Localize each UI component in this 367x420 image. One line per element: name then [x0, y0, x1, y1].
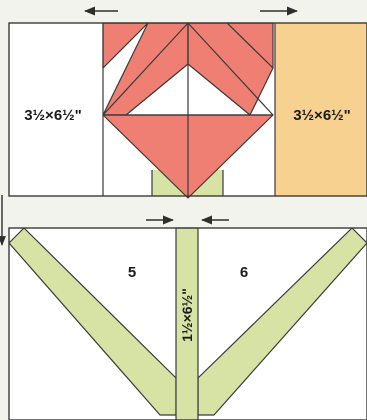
bottom-block-frame: [8, 227, 367, 420]
left-panel-size-label: 3½×6½": [24, 107, 82, 124]
center-strip-size-label: 1½×6½": [179, 288, 195, 342]
top-block-frame: [8, 22, 367, 197]
bottom-block: 5 6 1½×6½": [8, 215, 367, 420]
top-seam-lines: [102, 22, 276, 198]
right-side-panel: [275, 23, 367, 196]
right-panel-size-label: 3½×6½": [293, 107, 351, 124]
section-number-5: 5: [128, 264, 136, 281]
section-number-6: 6: [240, 264, 248, 281]
top-block: 3½×6½" 3½×6½": [8, 6, 367, 199]
